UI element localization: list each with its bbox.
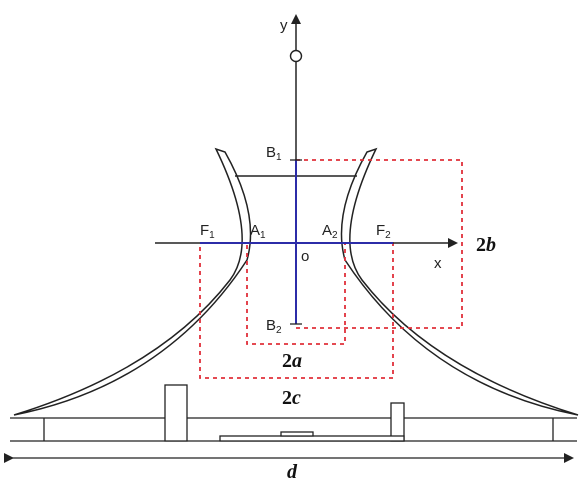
- dimension-label-2b: 2b: [476, 234, 496, 256]
- point-label-a2: A2: [322, 222, 338, 241]
- point-label-a1: A1: [250, 222, 266, 241]
- point-label-f1: F1: [200, 222, 215, 241]
- y-axis-circle-mark: [289, 49, 303, 63]
- point-label-b1: B1: [266, 144, 282, 163]
- left-hyperbola-shell: [13, 147, 252, 416]
- x-axis-label: x: [434, 255, 442, 272]
- ground-base: [10, 384, 577, 442]
- right-hyperbola-shell: [340, 147, 579, 416]
- origin-label: o: [301, 248, 309, 265]
- y-axis-label: y: [280, 17, 288, 34]
- point-label-b2: B2: [266, 317, 282, 336]
- dimension-label-d: d: [287, 461, 298, 483]
- dimension-label-2a: 2a: [282, 350, 302, 372]
- dimension-label-2c: 2c: [282, 387, 301, 409]
- point-label-f2: F2: [376, 222, 391, 241]
